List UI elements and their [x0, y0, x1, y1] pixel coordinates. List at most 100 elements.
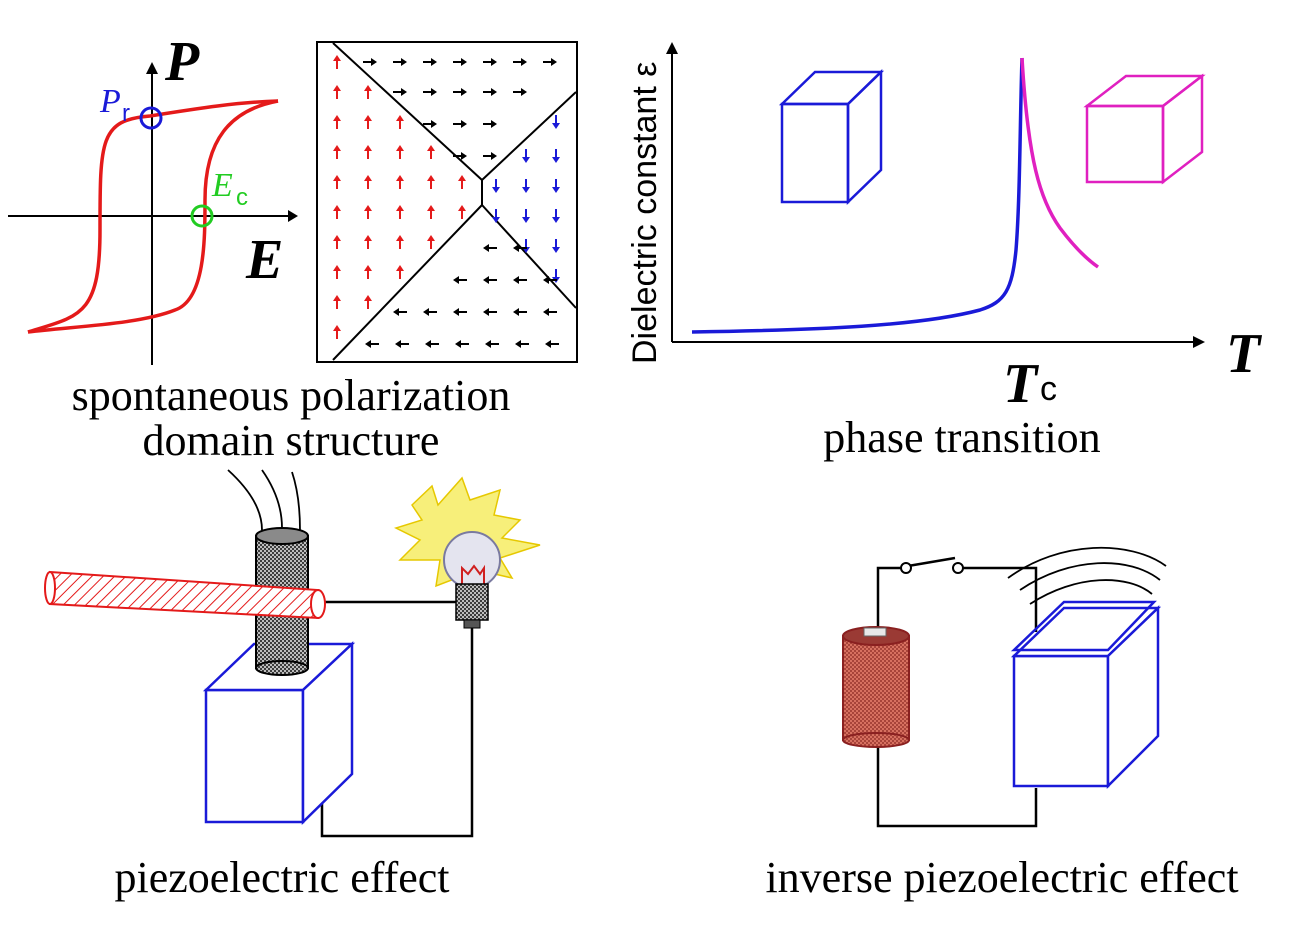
low-temp-crystal: [778, 69, 885, 205]
domain-arrow-icon: [333, 205, 341, 219]
domain-arrow-icon: [364, 115, 372, 129]
caption-piezo: piezoelectric effect: [114, 853, 449, 902]
domain-arrow-icon: [543, 308, 557, 316]
domain-arrow-icon: [483, 308, 497, 316]
remanent-subscript: r: [122, 100, 130, 127]
domain-arrow-icon: [483, 58, 497, 66]
domain-arrow-icon: [543, 58, 557, 66]
domain-arrow-icon: [453, 152, 467, 160]
piezoelectric-setup: [44, 469, 541, 838]
domain-arrow-icon: [395, 340, 409, 348]
hammer-icon: [44, 469, 326, 676]
domain-arrow-icon: [333, 295, 341, 309]
domain-arrow-icon: [483, 152, 497, 160]
domain-arrow-icon: [513, 244, 527, 252]
loop-lower-branch: [27, 99, 279, 334]
domain-arrow-icon: [365, 340, 379, 348]
domain-arrow-icon: [453, 276, 467, 284]
domain-arrow-icon: [453, 120, 467, 128]
circuit-wire: [876, 746, 1038, 828]
t-axis-arrow-icon: [1193, 336, 1205, 348]
epsilon-axis-arrow-icon: [666, 42, 678, 54]
domain-arrow-icon: [423, 88, 437, 96]
tc-label: T: [1003, 353, 1040, 415]
domain-arrow-icon: [364, 295, 372, 309]
domain-arrow-icon: [333, 265, 341, 279]
domain-arrow-icon: [396, 205, 404, 219]
curve-above-tc: [1020, 57, 1100, 269]
domain-arrow-icon: [396, 175, 404, 189]
hysteresis-plot: P E P r E c: [8, 31, 298, 365]
domain-arrow-icon: [458, 175, 466, 189]
coercive-label: E: [211, 167, 233, 204]
curve-below-tc: [691, 57, 1024, 334]
domain-arrow-icon: [333, 325, 341, 339]
battery-icon: [842, 626, 910, 748]
inverse-piezo-setup: [842, 546, 1167, 828]
vibration-lines: [1007, 546, 1167, 605]
caption-inverse-piezo: inverse piezoelectric effect: [765, 853, 1238, 902]
domain-arrow-icon: [333, 175, 341, 189]
domain-arrow-icon: [364, 235, 372, 249]
domain-arrow-icon: [427, 145, 435, 159]
domain-arrow-icon: [543, 276, 557, 284]
domain-wall: [332, 42, 483, 181]
domain-arrow-icon: [423, 308, 437, 316]
domain-arrow-icon: [453, 88, 467, 96]
domain-arrow-icon: [427, 205, 435, 219]
domain-arrow-icon: [545, 340, 559, 348]
domain-arrow-icon: [364, 145, 372, 159]
loop-upper-branch: [27, 99, 279, 334]
domain-arrow-icon: [513, 58, 527, 66]
domain-arrow-icon: [453, 308, 467, 316]
caption-spontaneous: spontaneous polarization: [72, 371, 511, 420]
e-axis-arrow-icon: [288, 210, 298, 222]
domain-arrow-icon: [333, 55, 341, 69]
axis-label-dielectric: Dielectric constant ε: [626, 62, 664, 364]
inverse-piezo-crystal: [1010, 600, 1162, 790]
circuit-wire: [963, 566, 1038, 632]
domain-arrow-icon: [423, 58, 437, 66]
domain-arrow-icon: [425, 340, 439, 348]
caption-domain: domain structure: [143, 416, 440, 465]
domain-arrow-layer: [333, 55, 560, 348]
domain-wall: [481, 91, 577, 181]
domain-arrow-icon: [552, 179, 560, 193]
axis-label-e: E: [245, 229, 283, 291]
domain-arrow-icon: [364, 205, 372, 219]
switch-icon: [907, 556, 956, 568]
coercive-marker: [190, 204, 214, 228]
domain-arrow-icon: [458, 205, 466, 219]
circuit-wire: [876, 566, 906, 632]
domain-arrow-icon: [427, 235, 435, 249]
domain-arrow-icon: [396, 235, 404, 249]
tc-subscript: c: [1040, 370, 1057, 408]
axis-label-t: T: [1226, 323, 1263, 385]
domain-arrow-icon: [485, 340, 499, 348]
domain-arrow-icon: [363, 58, 377, 66]
domain-arrow-icon: [393, 88, 407, 96]
remanent-label: P: [99, 83, 121, 120]
domain-arrow-icon: [364, 175, 372, 189]
domain-arrow-icon: [522, 209, 530, 223]
domain-arrow-icon: [364, 85, 372, 99]
domain-arrow-icon: [515, 340, 529, 348]
remanent-marker: [139, 106, 163, 130]
domain-frame: [316, 41, 578, 363]
domain-arrow-icon: [455, 340, 469, 348]
domain-arrow-icon: [333, 115, 341, 129]
domain-arrow-icon: [393, 58, 407, 66]
domain-arrow-icon: [396, 265, 404, 279]
domain-arrow-icon: [522, 179, 530, 193]
axis-label-p: P: [164, 31, 200, 93]
switch-contact: [952, 562, 964, 574]
domain-arrow-icon: [552, 149, 560, 163]
domain-arrow-icon: [522, 149, 530, 163]
domain-arrow-icon: [396, 145, 404, 159]
caption-phase-transition: phase transition: [823, 413, 1100, 462]
domain-arrow-icon: [492, 209, 500, 223]
phase-transition-plot: Dielectric constant ε T T c: [626, 42, 1263, 415]
domain-arrow-icon: [492, 179, 500, 193]
